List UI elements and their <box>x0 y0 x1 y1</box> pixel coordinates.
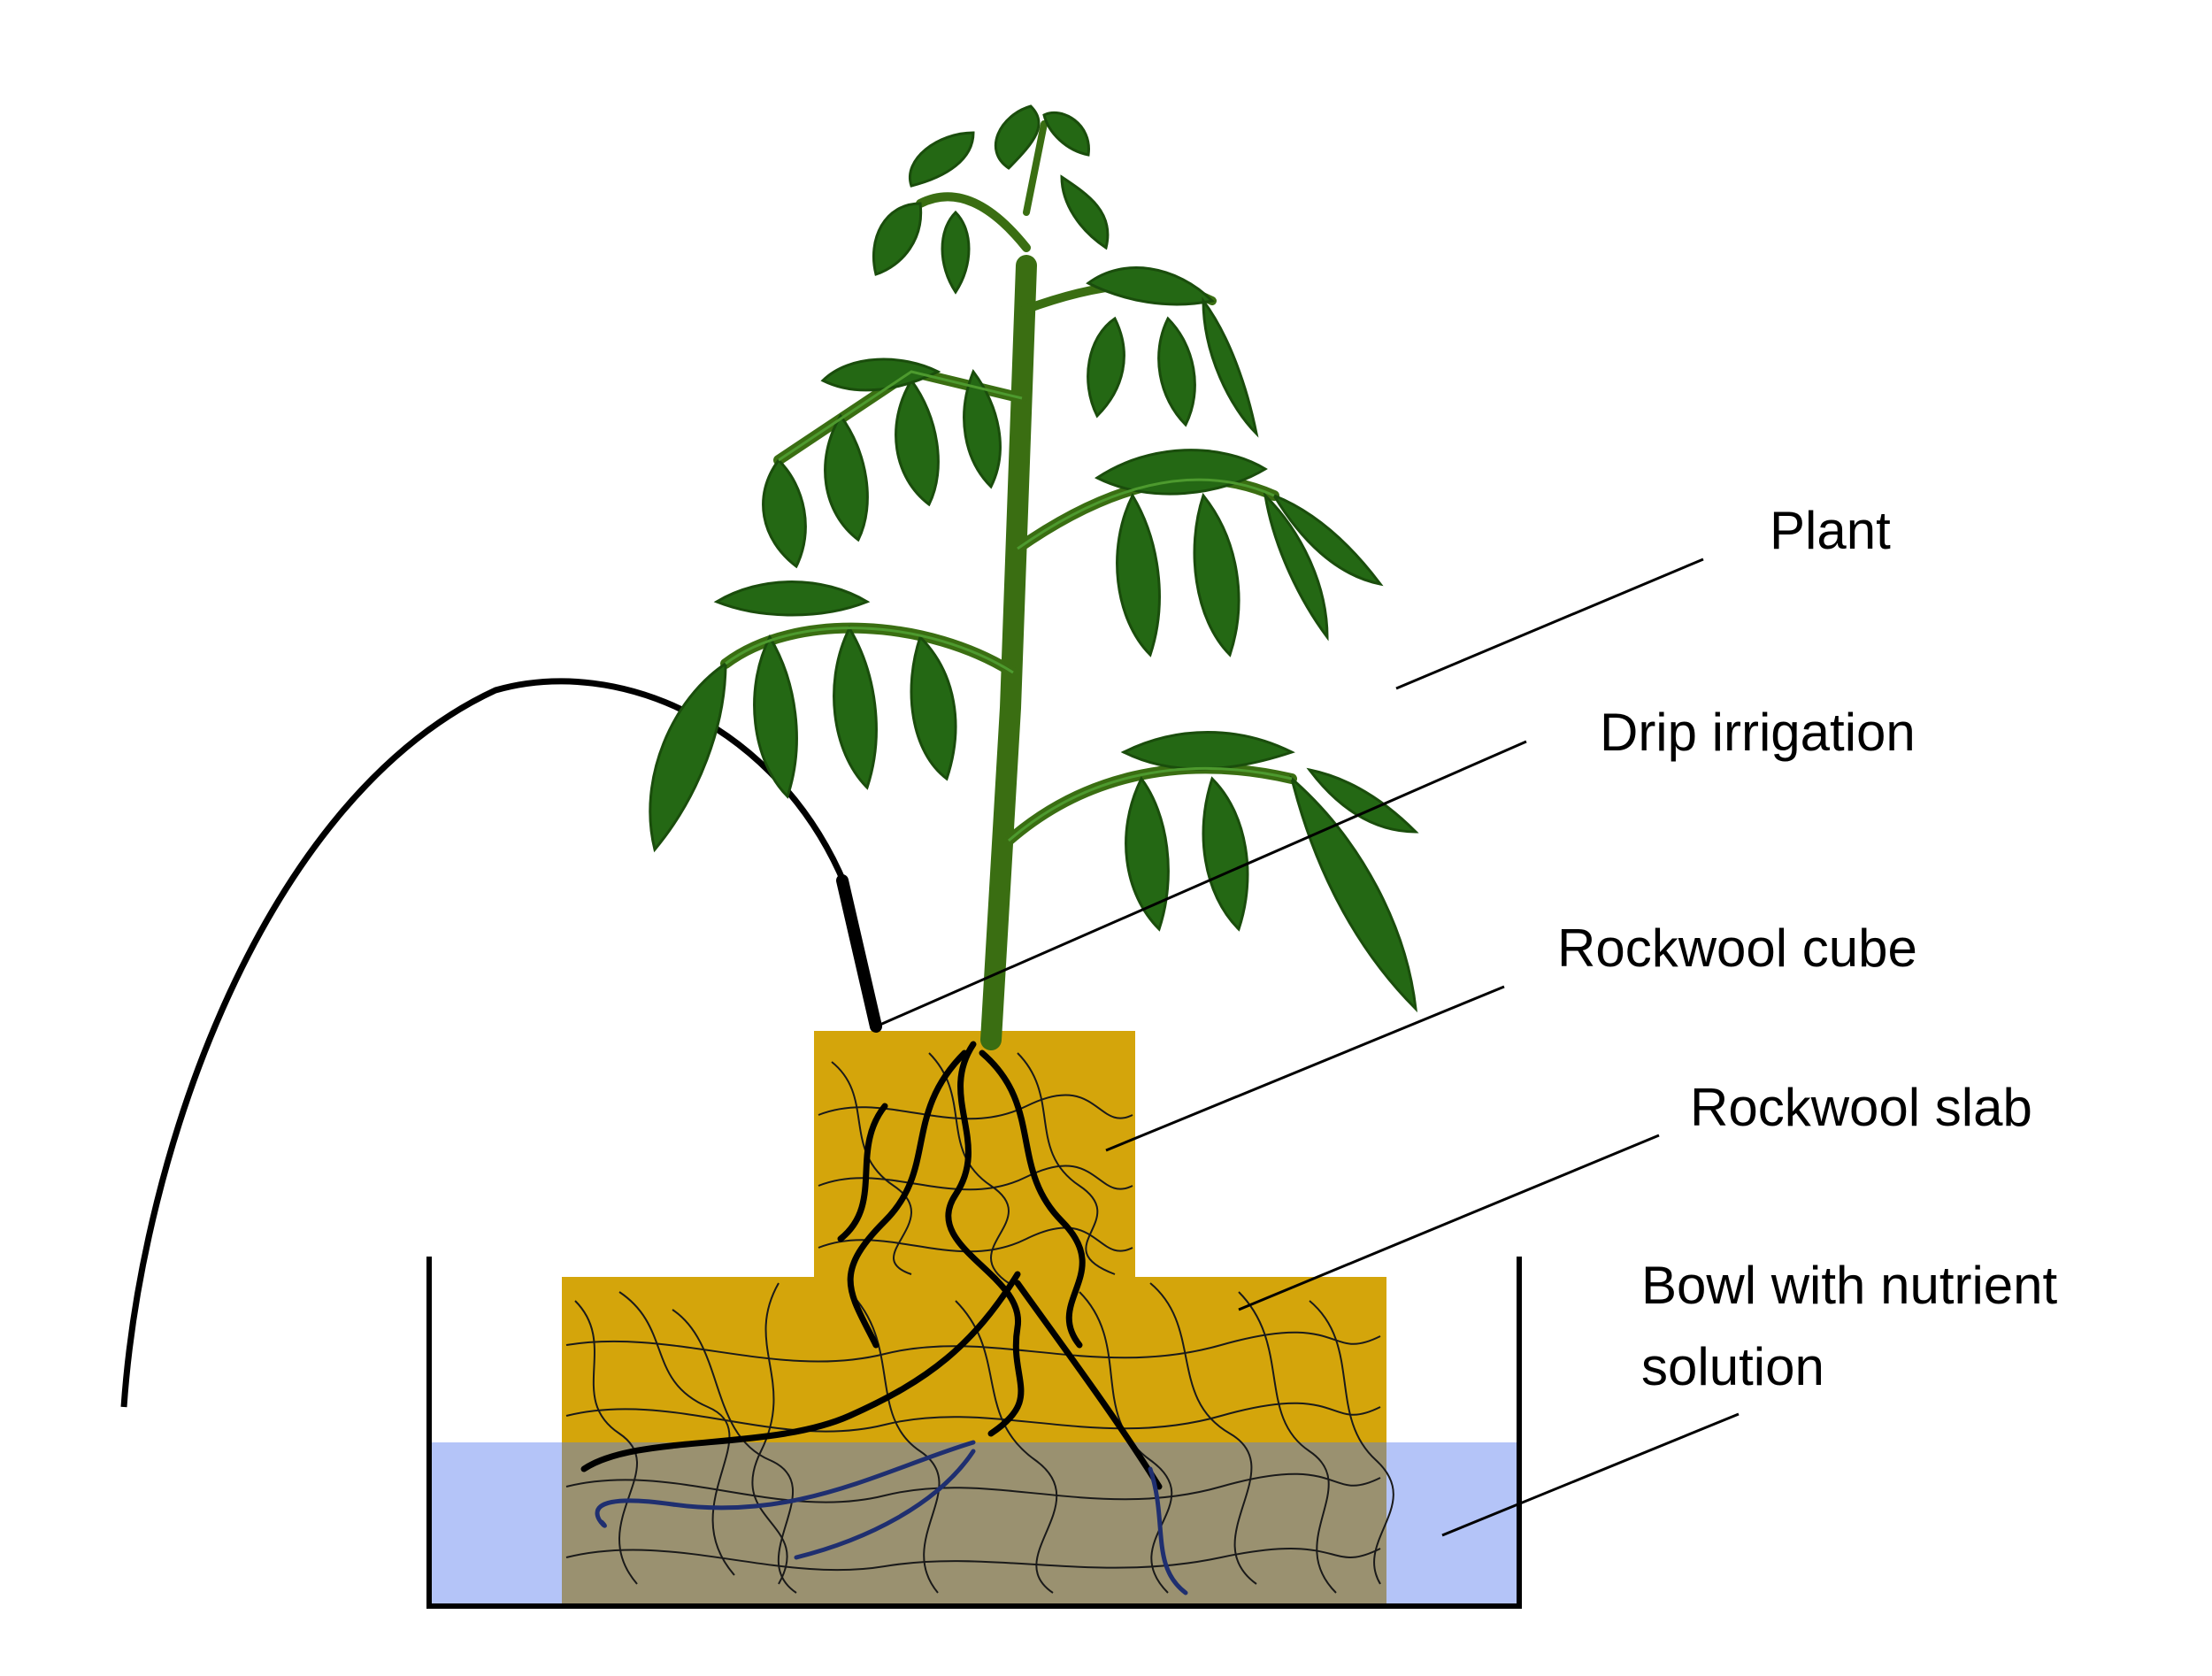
bowl-outline <box>426 1257 1522 1609</box>
leader-bowl <box>1441 1412 1740 1537</box>
drip-irrigation-tube <box>120 678 849 1408</box>
label-bowl-line2: solution <box>1641 1337 1824 1396</box>
label-rockwool-cube: Rockwool cube <box>1557 919 1917 978</box>
leader-rockwool-slab <box>1238 1134 1660 1311</box>
plant <box>649 104 1419 1050</box>
leader-drip-irrigation <box>875 740 1527 1028</box>
leader-plant <box>1395 557 1704 690</box>
drip-irrigation-nozzle <box>836 874 882 1033</box>
label-rockwool-slab: Rockwool slab <box>1690 1078 2032 1137</box>
leader-rockwool-cube <box>1105 985 1505 1152</box>
label-bowl-line1: Bowl with nutrient <box>1641 1256 2058 1315</box>
roots-submerged <box>595 1440 1188 1595</box>
roots-thick <box>580 1041 1163 1490</box>
label-drip-irrigation: Drip irrigation <box>1600 703 1916 762</box>
roots-thin <box>565 1052 1394 1594</box>
rockwool-slab-submerged <box>562 1442 1386 1604</box>
label-plant: Plant <box>1770 501 1891 560</box>
